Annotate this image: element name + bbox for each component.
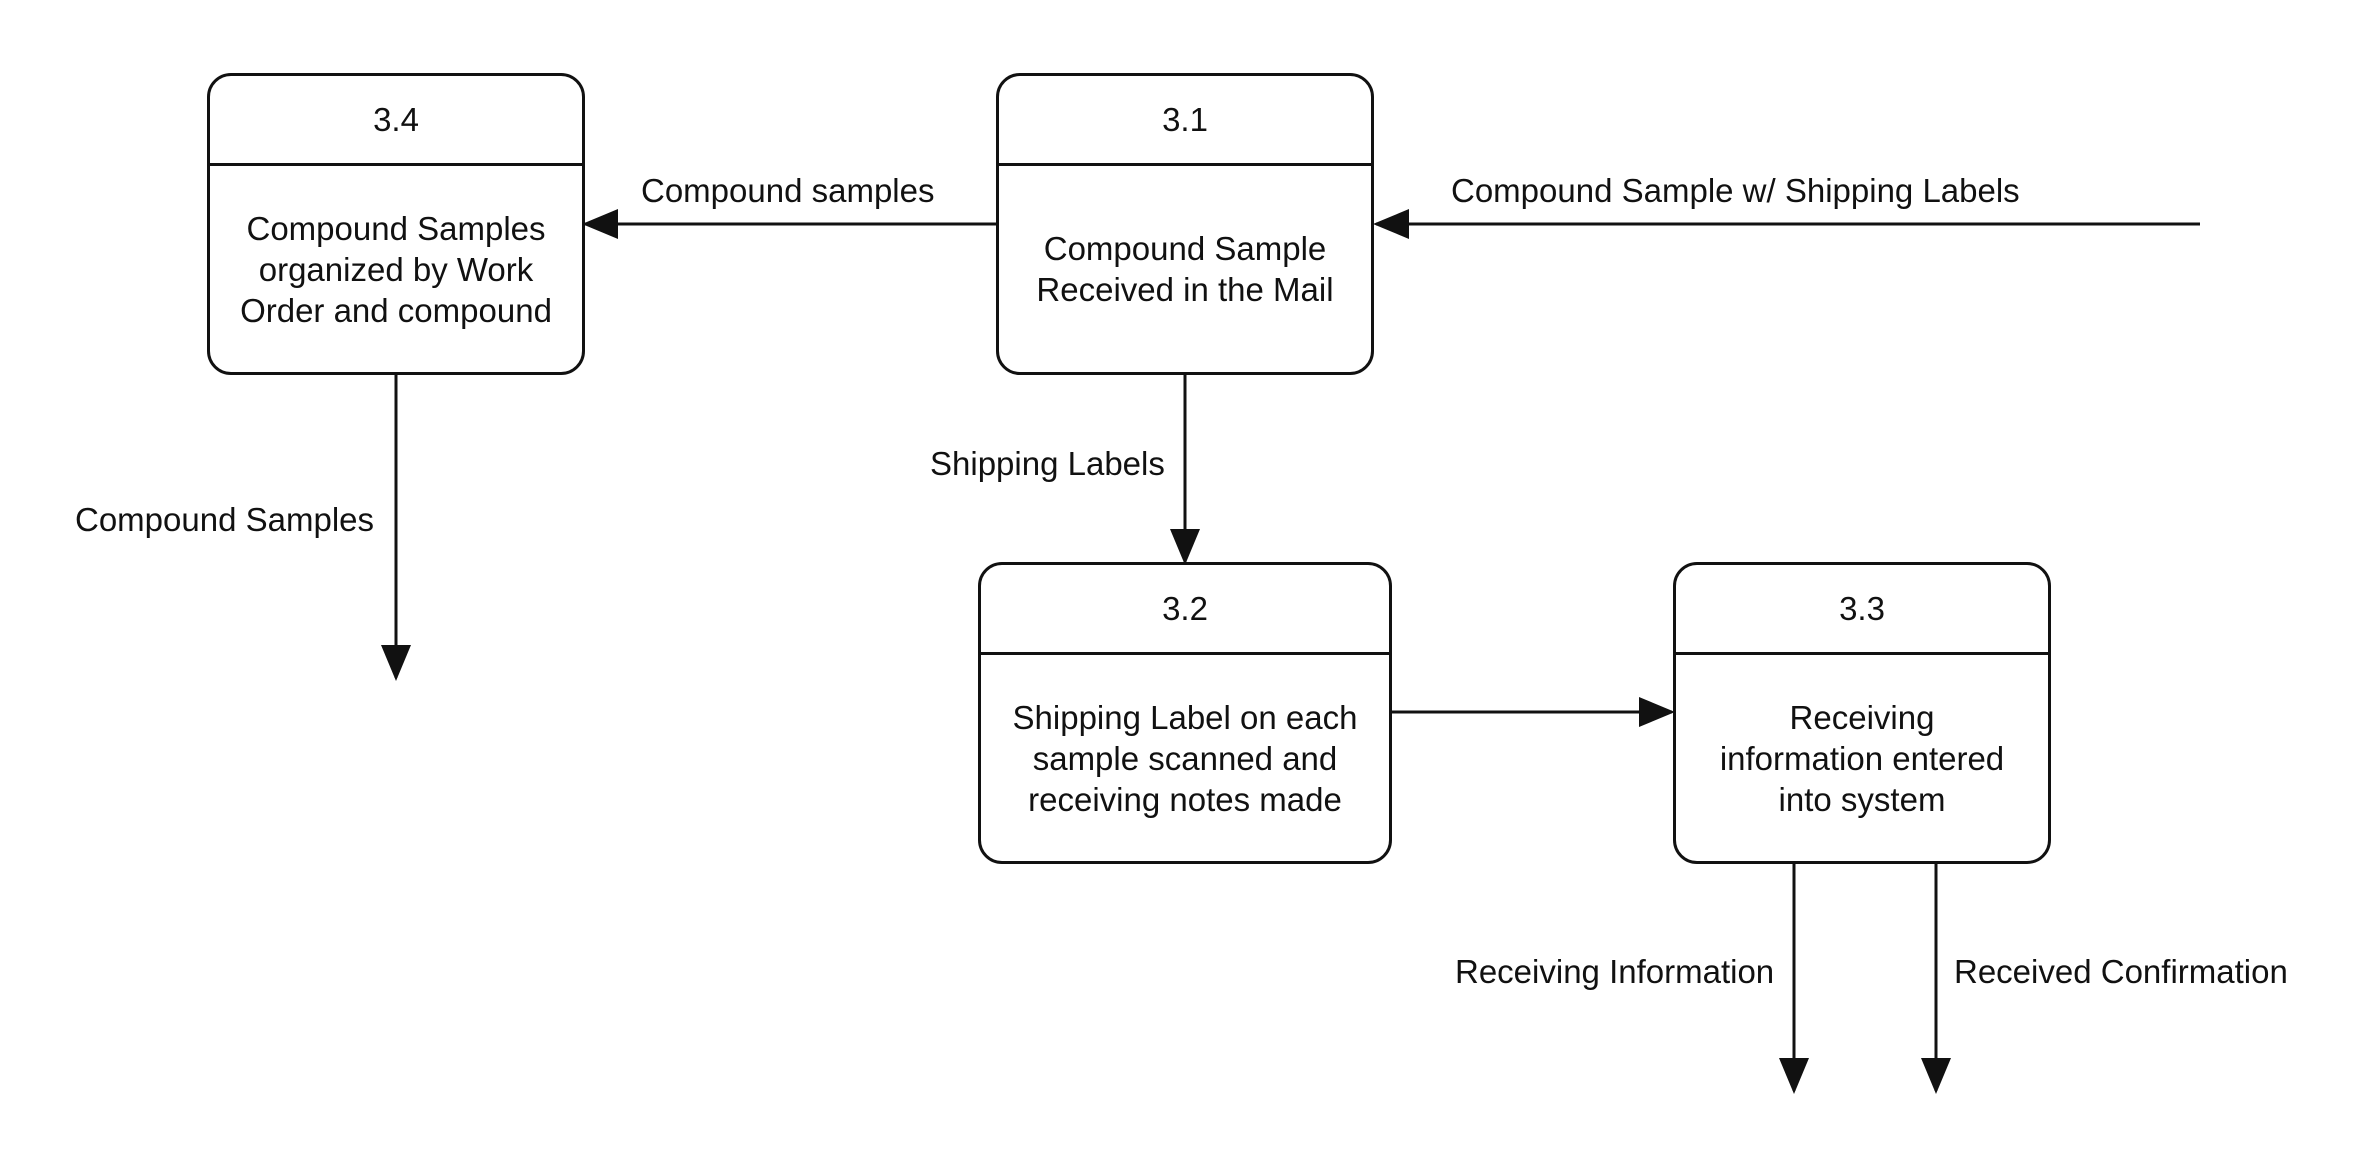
process-3-1[interactable]: 3.1 Compound Sample Received in the Mail xyxy=(996,73,1374,375)
flow-label-out-33-info: Receiving Information xyxy=(1455,953,1775,990)
process-id: 3.2 xyxy=(981,565,1389,655)
flow-label-incoming: Compound Sample w/ Shipping Labels xyxy=(1451,172,2020,209)
flow-label-to-32: Shipping Labels xyxy=(930,445,1165,482)
flow-label-to-34: Compound samples xyxy=(641,172,935,209)
process-3-4[interactable]: 3.4 Compound Samples organized by Work O… xyxy=(207,73,585,375)
process-label: Shipping Label on each sample scanned an… xyxy=(1012,698,1358,818)
process-id: 3.4 xyxy=(210,76,582,166)
process-3-2[interactable]: 3.2 Shipping Label on each sample scanne… xyxy=(978,562,1392,864)
process-label: Receiving information entered into syste… xyxy=(1719,698,2005,818)
flow-label-out-34: Compound Samples xyxy=(75,501,374,538)
process-3-3[interactable]: 3.3 Receiving information entered into s… xyxy=(1673,562,2051,864)
process-label: Compound Samples organized by Work Order… xyxy=(240,209,552,329)
process-label: Compound Sample Received in the Mail xyxy=(1036,230,1334,308)
process-id: 3.1 xyxy=(999,76,1371,166)
process-id: 3.3 xyxy=(1676,565,2048,655)
flow-label-out-33-confirm: Received Confirmation xyxy=(1954,953,2288,990)
